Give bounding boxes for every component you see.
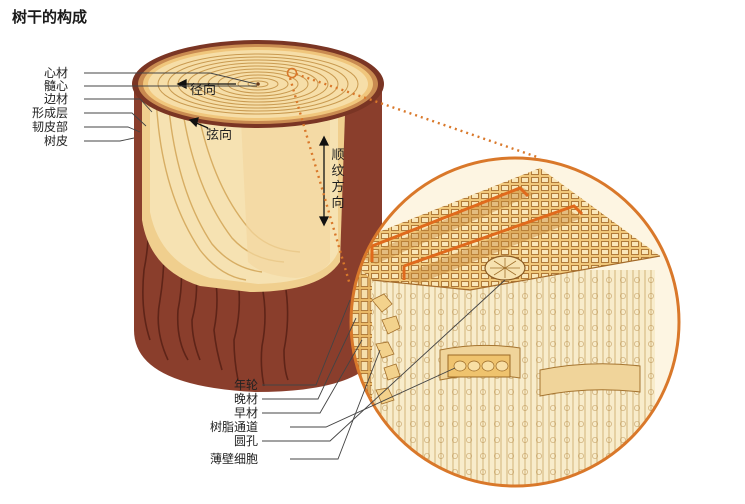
direction-arrows <box>176 78 330 227</box>
microstructure-detail <box>349 156 681 488</box>
pith-dot <box>256 82 260 86</box>
leader-lines <box>84 72 506 460</box>
label-phloem: 韧皮部 <box>32 120 69 134</box>
zoom-connectors <box>288 72 541 286</box>
trunk <box>132 40 384 392</box>
label-heartwood: 心材 <box>44 66 69 80</box>
label-bark: 树皮 <box>44 134 69 148</box>
label-cambium: 形成层 <box>32 106 69 120</box>
label-annual-ring: 年轮 <box>234 378 259 392</box>
heartwood-block <box>240 100 330 278</box>
label-parenchyma: 薄壁细胞 <box>210 452 259 466</box>
label-pith: 髓心 <box>44 79 69 93</box>
label-resin-canal: 树脂通道 <box>210 420 259 434</box>
label-latewood: 晚材 <box>234 392 259 406</box>
label-pit: 圆孔 <box>234 434 259 448</box>
label-earlywood: 早材 <box>234 406 259 420</box>
label-tangential: 弦向 <box>206 128 233 143</box>
figure-title: 树干的构成 <box>12 8 88 26</box>
label-longitudinal: 顺纹方向 <box>331 148 345 211</box>
label-radial: 径向 <box>190 83 217 98</box>
label-sapwood: 边材 <box>44 92 69 106</box>
